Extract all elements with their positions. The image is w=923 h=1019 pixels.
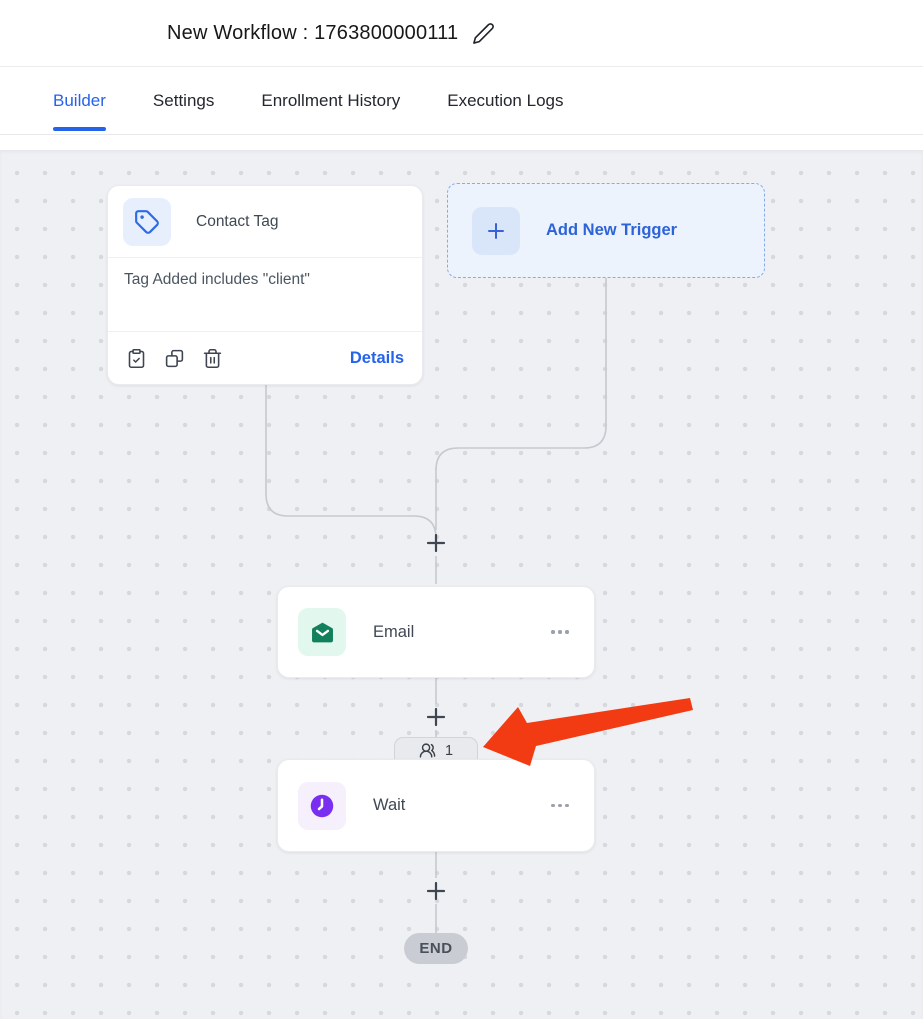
copy-icon[interactable] [164,348,185,369]
email-node-title: Email [373,622,415,641]
tab-settings-label: Settings [152,90,215,110]
wait-node-title: Wait [373,796,406,814]
email-action-card[interactable]: Email [277,586,595,678]
tab-bar: Builder Settings Enrollment History Exec… [0,67,923,135]
tab-execution-logs-label: Execution Logs [447,90,564,110]
email-node-menu-icon[interactable] [548,620,572,644]
tab-builder-label: Builder [53,90,106,110]
tab-builder[interactable]: Builder [53,67,106,134]
trash-icon[interactable] [202,348,223,369]
enrollment-count-badge[interactable]: 1 [394,737,478,763]
clipboard-check-icon[interactable] [126,348,147,369]
details-link[interactable]: Details [349,348,404,367]
active-tab-underline [53,127,106,131]
trigger-title: Contact Tag [196,212,279,230]
end-node: END [404,933,468,964]
workflow-title: New Workflow : 1763800000111 [167,21,459,44]
add-step-plus-middle [426,707,446,727]
add-step-plus-top [426,533,446,553]
page-header: New Workflow : 1763800000111 [0,0,923,67]
envelope-icon [311,622,333,642]
tag-icon [135,209,159,234]
trigger-description: Tag Added includes "client" [108,258,422,332]
plus-iconbox [472,206,520,255]
users-icon [419,743,436,758]
add-new-trigger-label: Add New Trigger [546,221,678,239]
wait-node-menu-icon[interactable] [548,794,572,818]
wait-iconbox [298,781,346,830]
trigger-card-header: Contact Tag [108,186,422,258]
pencil-icon [473,22,495,44]
edit-title-button[interactable] [472,22,495,45]
clock-icon [310,794,334,817]
tab-enrollment-history[interactable]: Enrollment History [261,67,400,134]
contact-tag-trigger-card[interactable]: Contact Tag Tag Added includes "client" [107,185,423,385]
tab-enrollment-history-label: Enrollment History [261,90,401,110]
add-step-plus-bottom [426,881,446,901]
enrollment-count: 1 [444,742,454,759]
workflow-canvas: Contact Tag Tag Added includes "client" [0,150,923,1019]
plus-icon [488,222,504,239]
tab-execution-logs[interactable]: Execution Logs [447,67,563,134]
add-new-trigger-button[interactable]: Add New Trigger [447,183,765,278]
trigger-iconbox [123,197,171,246]
trigger-card-footer: Details [108,332,422,384]
tab-settings[interactable]: Settings [153,67,214,134]
email-iconbox [298,608,346,656]
wait-action-card[interactable]: Wait [277,759,595,852]
